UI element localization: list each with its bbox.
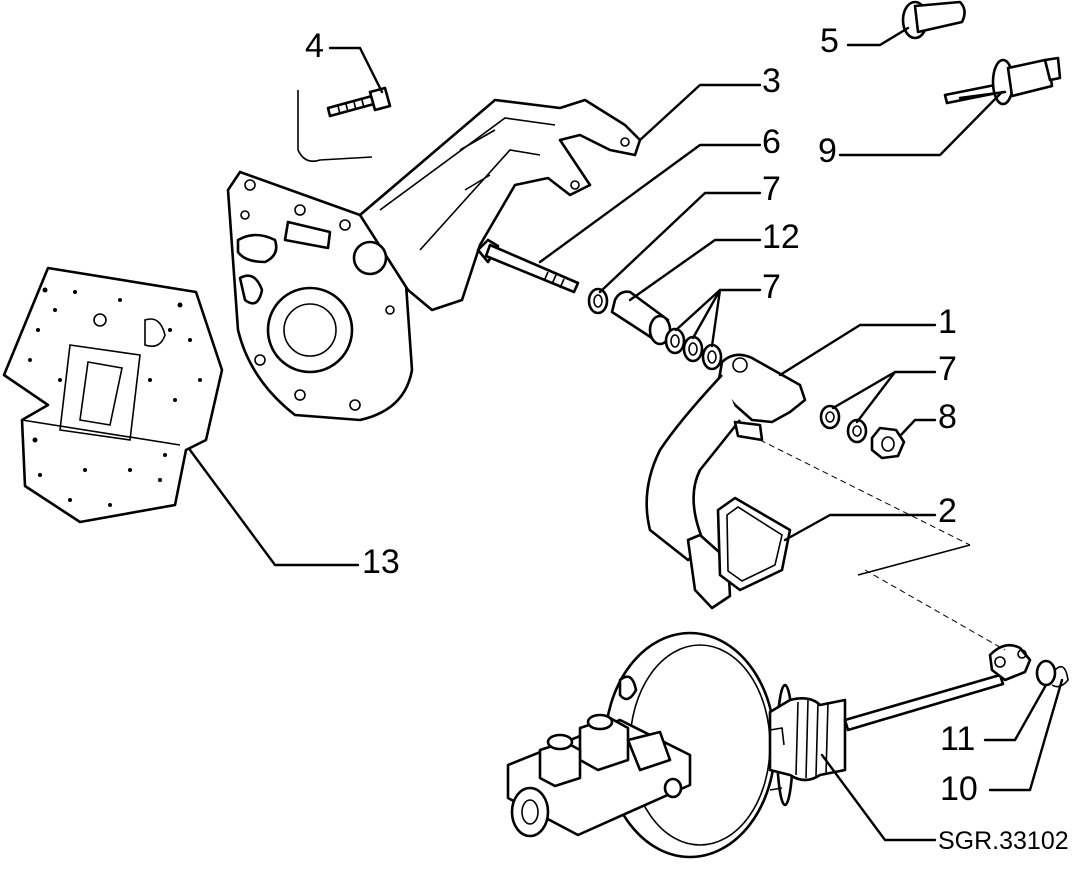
callout-3: 3 — [762, 62, 781, 100]
leader-7a — [598, 191, 762, 294]
part-4-screw — [326, 86, 392, 118]
part-2-pedal-pad — [686, 496, 792, 610]
leader-12 — [628, 238, 762, 302]
callout-6: 6 — [762, 123, 781, 161]
brake-servo-assembly — [506, 631, 1069, 859]
leader-11 — [983, 683, 1048, 742]
callout-8: 8 — [938, 398, 957, 436]
callout-10: 10 — [940, 770, 978, 808]
callout-7c: 7 — [938, 350, 957, 388]
leader-7b — [674, 288, 762, 348]
part-7-washers-c — [819, 404, 868, 444]
leader-8 — [898, 418, 937, 438]
callout-5: 5 — [820, 22, 839, 60]
leader-9 — [838, 90, 1007, 157]
part-13-insulation-pad — [2, 266, 224, 524]
leader-lines — [188, 26, 1064, 842]
part-9-pin — [943, 56, 1062, 106]
leader-5 — [846, 26, 910, 47]
leader-10 — [988, 678, 1064, 792]
callout-7b: 7 — [762, 268, 781, 306]
leader-13 — [188, 448, 360, 567]
callout-9: 9 — [818, 132, 837, 170]
part-12-bush — [610, 290, 672, 346]
part-3-pedal-bracket — [226, 98, 642, 422]
callout-11: 11 — [940, 720, 975, 758]
leader-1 — [778, 323, 937, 377]
callout-2: 2 — [938, 492, 957, 530]
part-8-nut — [870, 426, 906, 460]
part-1-brake-pedal — [645, 353, 807, 562]
part-5-clip — [901, 0, 966, 40]
leader-servo — [820, 753, 937, 842]
leader-2 — [783, 513, 937, 542]
part-7-washers-b — [664, 327, 723, 371]
callout-labels: 1 2 3 4 5 6 7 7 7 8 9 10 11 12 13 SGR.33… — [305, 22, 1069, 855]
callout-13: 13 — [362, 543, 400, 581]
callout-12: 12 — [762, 218, 800, 256]
part-6-pivot-bolt — [476, 238, 580, 294]
leader-6 — [538, 143, 762, 264]
callout-1: 1 — [938, 303, 957, 341]
leader-4 — [328, 46, 384, 94]
leader-3 — [638, 83, 762, 142]
part-7-washer-a — [587, 287, 609, 315]
reference-code: SGR.33102 — [938, 827, 1069, 855]
alignment-lines — [297, 90, 1006, 651]
callout-7a: 7 — [762, 170, 781, 208]
callout-4: 4 — [305, 27, 324, 65]
leader-7c — [831, 370, 937, 424]
